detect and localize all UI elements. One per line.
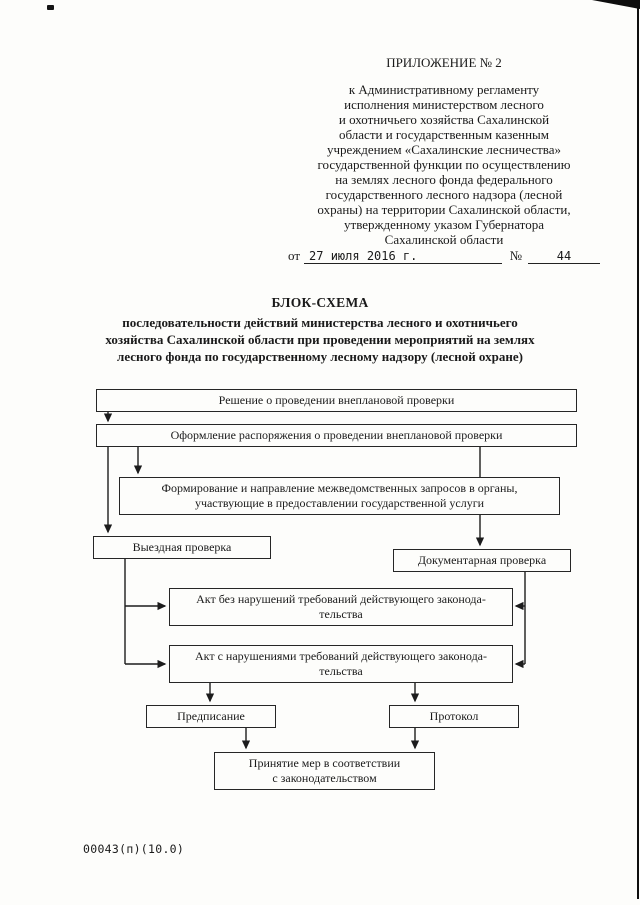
flow-box-measures: Принятие мер в соответствии с законодате…	[214, 752, 435, 790]
flow-box-line: участвующие в предоставлении государстве…	[194, 496, 485, 510]
flow-box-line: Решение о проведении внеплановой проверк…	[218, 393, 455, 407]
flow-box-field-inspection: Выездная проверка	[93, 536, 271, 559]
flow-box-line: с законодательством	[272, 771, 377, 785]
schema-subtitle-line: последовательности действий министерства…	[122, 315, 518, 330]
schema-subtitle-line: хозяйства Сахалинской области при провед…	[105, 332, 535, 347]
flow-box-line: Протокол	[429, 709, 479, 723]
appendix-header-line: ПРИЛОЖЕНИЕ № 2	[386, 55, 502, 70]
flow-box-line: Акт без нарушений требований действующег…	[196, 592, 486, 606]
appendix-header-line: на землях лесного фонда федерального	[335, 172, 553, 187]
appendix-header-line: области и государственным казенным	[339, 127, 549, 142]
appendix-header-line: утвержденному указом Губернатора	[344, 217, 544, 232]
document-code: 00043(п)(10.0)	[83, 842, 185, 856]
flow-box-line: тельства	[319, 607, 363, 621]
flow-box-line: Оформление распоряжения о проведении вне…	[170, 428, 503, 442]
date-value: 27 июля 2016 г.	[304, 249, 502, 264]
appendix-header-line: к Административному регламенту	[348, 82, 540, 97]
appendix-header-line: учреждением «Сахалинские лесничества»	[326, 142, 562, 157]
flow-box-line: Акт с нарушениями требований действующег…	[195, 649, 487, 663]
scan-mark-top-left	[47, 5, 54, 10]
flow-box-prescription: Предписание	[146, 705, 276, 728]
flow-box-documentary-inspection: Документарная проверка	[393, 549, 571, 572]
number-sign-label: №	[509, 248, 522, 263]
flow-box-act-without-violations: Акт без нарушений требований действующег…	[169, 588, 513, 626]
flow-box-inspection-decision: Решение о проведении внеплановой проверк…	[96, 389, 577, 412]
schema-subtitle: последовательности действий министерства…	[38, 314, 602, 365]
flow-box-inspection-order: Оформление распоряжения о проведении вне…	[96, 424, 577, 447]
appendix-header-line: Сахалинской области	[384, 232, 504, 247]
flow-box-line: Принятие мер в соответствии	[248, 756, 401, 770]
schema-title: БЛОК-СХЕМА	[271, 295, 369, 310]
flow-box-line: Формирование и направление межведомствен…	[161, 481, 518, 495]
flow-box-protocol: Протокол	[389, 705, 519, 728]
number-value: 44	[528, 249, 600, 264]
scan-corner-mark-top-right	[592, 0, 640, 9]
flow-box-line: тельства	[319, 664, 363, 678]
scan-edge-line-right	[637, 6, 639, 899]
flow-box-line: Выездная проверка	[132, 540, 232, 554]
flow-box-act-with-violations: Акт с нарушениями требований действующег…	[169, 645, 513, 683]
flow-box-line: Предписание	[177, 709, 245, 723]
date-line: от 27 июля 2016 г. № 44	[288, 248, 600, 264]
flow-box-interagency-requests: Формирование и направление межведомствен…	[119, 477, 560, 515]
appendix-header-line: охраны) на территории Сахалинской област…	[317, 202, 571, 217]
appendix-header-line: государственного лесного надзора (лесной	[325, 187, 563, 202]
appendix-header-line: и охотничьего хозяйства Сахалинской	[338, 112, 550, 127]
date-prefix-label: от	[288, 248, 301, 263]
flow-box-line: Документарная проверка	[417, 553, 547, 567]
schema-subtitle-line: лесного фонда по государственному лесном…	[117, 349, 523, 364]
appendix-header-line: исполнения министерством лесного	[344, 97, 544, 112]
appendix-header-line: государственной функции по осуществлению	[317, 157, 571, 172]
appendix-header: ПРИЛОЖЕНИЕ № 2 к Административному регла…	[288, 55, 600, 247]
